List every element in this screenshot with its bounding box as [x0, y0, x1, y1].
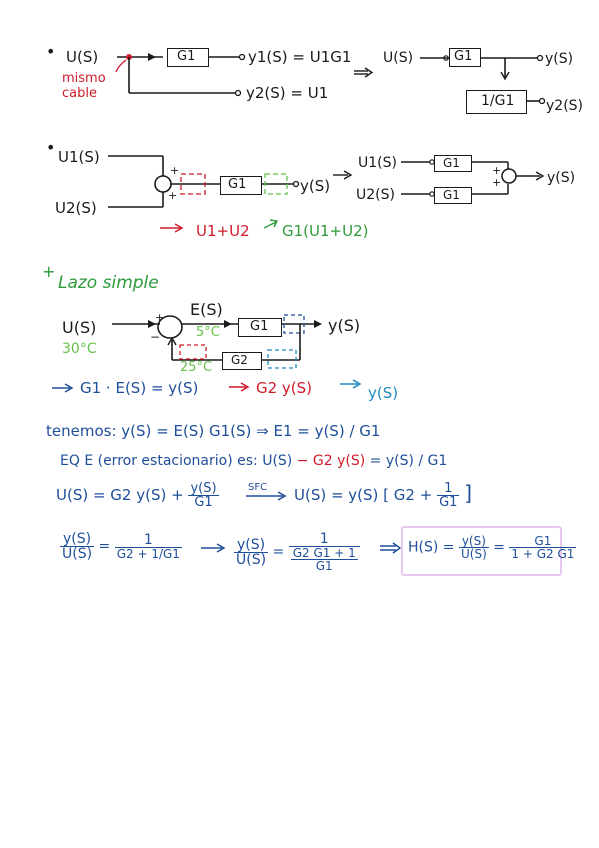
s3-block-fb: G2 — [222, 352, 262, 370]
deriv-line3b: U(S) = y(S) [ G2 + — [294, 486, 433, 504]
bullet-1: • — [46, 42, 56, 61]
s3-temp-in: 30°C — [62, 341, 97, 357]
s1-rhs-input: U(S) — [383, 50, 414, 66]
deriv-sfc: SFC — [248, 482, 268, 493]
deriv-r2-rhs-num: 1 — [288, 532, 360, 547]
deriv-line3-frac-den: G1 — [194, 495, 213, 510]
deriv-r1-den: U(S) — [62, 546, 93, 562]
deriv-r1-rhs: 1 G2 + 1/G1 — [114, 533, 182, 561]
s3-block-fb-label: G2 — [231, 353, 248, 367]
final-num: y(S) — [458, 535, 489, 548]
s2-rhs-block2: G1 — [434, 187, 472, 204]
final-result: H(S) = y(S) U(S) = G1 1 + G2 G1 — [408, 535, 577, 561]
s1-out2: y2(S) = U1 — [246, 84, 329, 102]
deriv-line2b: − G2 y(S) — [296, 453, 366, 469]
s2-rhs-in2: U2(S) — [356, 187, 395, 203]
deriv-r2-lhs: y(S) U(S) — [234, 538, 269, 568]
final-rhs-den: 1 + G2 G1 — [511, 547, 575, 561]
s2-rhs-plus-top: + — [492, 164, 502, 177]
deriv-r1: y(S) U(S) = 1 G2 + 1/G1 — [60, 532, 182, 561]
s2-rhs-in1: U1(S) — [358, 155, 397, 171]
s2-green-expr: G1(U1+U2) — [282, 222, 369, 240]
s2-rhs-plus-bottom: + — [492, 176, 502, 189]
final-den: U(S) — [460, 547, 487, 561]
s2-out: y(S) — [300, 177, 331, 195]
final-rhs: G1 1 + G2 G1 — [509, 535, 577, 561]
deriv-r2-den: U(S) — [236, 551, 267, 568]
deriv-r2-num: y(S) — [234, 538, 269, 553]
s3-plus-marker: + — [42, 262, 56, 281]
deriv-r2-eq: = — [272, 544, 285, 560]
deriv-line3c: ] — [464, 481, 473, 505]
s2-block-g1: G1 — [220, 176, 262, 195]
s2-rhs-out: y(S) — [547, 170, 576, 186]
s1-block-g1: G1 — [167, 48, 209, 67]
final-rhs-num: G1 — [509, 535, 577, 548]
s3-sum-minus: − — [150, 330, 161, 344]
deriv-line3a: U(S) = G2 y(S) + — [56, 486, 184, 504]
deriv-r2: y(S) U(S) = 1 G2 G1 + 1 G1 — [234, 532, 360, 572]
s1-rhs-block-label: G1 — [454, 49, 473, 64]
s3-eq-teal: y(S) — [368, 384, 399, 402]
s3-out: y(S) — [328, 316, 361, 335]
deriv-r1-rhs-den: G2 + 1/G1 — [116, 547, 180, 561]
deriv-line3-frac-num: y(S) — [188, 481, 219, 496]
deriv-line3-frac2-den: G1 — [439, 495, 458, 510]
s2-red-expr: U1+U2 — [196, 222, 250, 240]
deriv-r1-lhs: y(S) U(S) — [60, 532, 95, 562]
s3-title: Lazo simple — [58, 273, 159, 293]
deriv-r1-rhs-num: 1 — [114, 533, 182, 548]
deriv-r2-rhs: 1 G2 G1 + 1 G1 — [288, 532, 360, 572]
deriv-line2: EQ E (error estacionario) es: U(S) − G2 … — [60, 454, 447, 468]
deriv-line3-frac2-num: 1 — [437, 482, 460, 496]
s2-plus-bottom: + — [168, 189, 178, 202]
deriv-line3-frac2: 1 G1 — [437, 482, 460, 510]
s1-input-label: U(S) — [66, 48, 99, 66]
bullet-2: • — [46, 138, 56, 157]
s2-plus-top: + — [170, 164, 180, 177]
s1-block-label: G1 — [177, 49, 196, 64]
deriv-line3-rhs: U(S) = y(S) [ G2 + 1 G1 ] — [294, 482, 472, 509]
final-eq: = — [493, 539, 505, 556]
deriv-line3-frac: y(S) G1 — [188, 481, 219, 510]
deriv-r2-rhs-den-den: G1 — [315, 559, 333, 573]
s3-block-fwd-label: G1 — [250, 319, 269, 334]
deriv-line2a: EQ E (error estacionario) es: U(S) — [60, 453, 293, 469]
s2-rhs-block1: G1 — [434, 155, 472, 172]
s3-temp-fb: 25°C — [180, 360, 213, 375]
s3-sum-plus: + — [155, 311, 165, 324]
deriv-r2-rhs-den-num: G2 G1 + 1 — [290, 546, 358, 560]
deriv-r2-rhs-den: G2 G1 + 1 G1 — [289, 547, 360, 572]
s3-block-fwd: G1 — [238, 318, 282, 337]
deriv-r1-eq: = — [98, 538, 111, 555]
s3-input: U(S) — [62, 318, 97, 337]
final-lhs: H(S) = — [408, 539, 455, 556]
deriv-line3: U(S) = G2 y(S) + y(S) G1 — [56, 482, 219, 509]
s1-note: mismo cable — [62, 71, 106, 101]
final-result-highlight: H(S) = y(S) U(S) = G1 1 + G2 G1 — [401, 526, 577, 576]
s1-out1: y1(S) = U1G1 — [248, 48, 352, 66]
s3-eq-red: G2 y(S) — [256, 379, 313, 397]
s3-temp-err: 5°C — [196, 325, 220, 340]
deriv-line1: tenemos: y(S) = E(S) G1(S) ⇒ E1 = y(S) /… — [46, 422, 381, 440]
s2-in1: U1(S) — [58, 148, 100, 166]
final-frac: y(S) U(S) — [458, 535, 489, 561]
s1-rhs-block2: 1/G1 — [466, 90, 527, 114]
s1-rhs-out: y(S) — [545, 51, 574, 67]
s1-rhs-block: G1 — [449, 48, 481, 67]
s2-block-label: G1 — [228, 177, 247, 192]
s2-in2: U2(S) — [55, 199, 97, 217]
s3-eq-blue: G1 · E(S) = y(S) — [80, 379, 199, 397]
s2-rhs-block2-label: G1 — [443, 188, 460, 202]
s3-error: E(S) — [190, 300, 223, 319]
deriv-line2c: = y(S) / G1 — [369, 453, 448, 469]
s1-rhs-block2-label: 1/G1 — [481, 93, 515, 109]
s1-rhs-out2: y2(S) — [546, 98, 584, 114]
s2-rhs-block1-label: G1 — [443, 156, 460, 170]
deriv-r1-num: y(S) — [60, 532, 95, 547]
